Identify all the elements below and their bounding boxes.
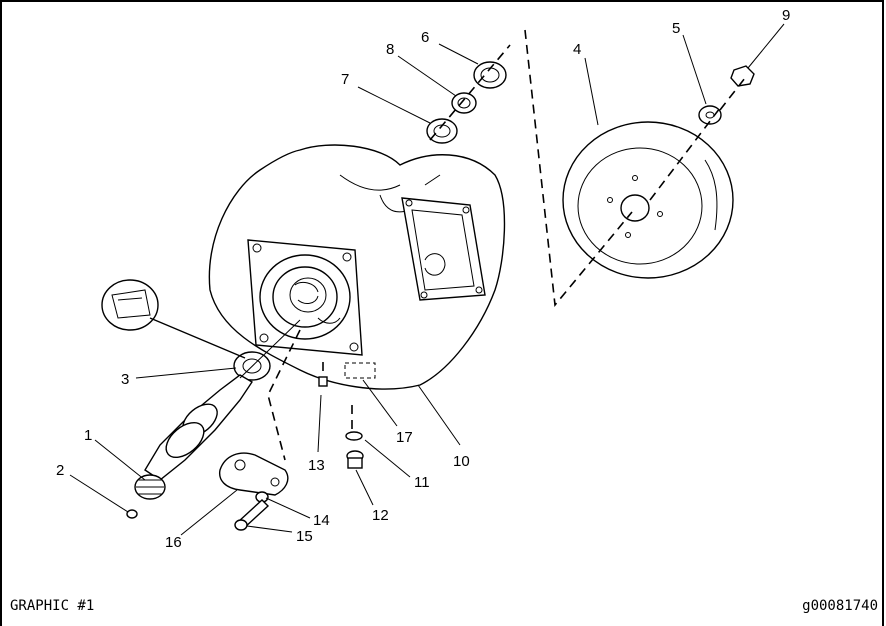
callout-4: 4 xyxy=(573,41,581,58)
callout-10: 10 xyxy=(453,453,470,470)
shaft-assembly xyxy=(126,319,301,519)
drain-plug-parts xyxy=(318,362,376,469)
leader-lines xyxy=(69,23,785,536)
housing xyxy=(208,144,506,390)
bracket-assembly xyxy=(218,452,289,531)
image-id-label: g00081740 xyxy=(802,598,878,614)
callout-3: 3 xyxy=(121,371,129,388)
graphic-caption: GRAPHIC #1 xyxy=(10,598,95,614)
callout-9: 9 xyxy=(782,7,790,24)
callout-8: 8 xyxy=(386,41,394,58)
pulley-cover xyxy=(562,65,755,279)
callout-2: 2 xyxy=(56,462,64,479)
callout-5: 5 xyxy=(672,20,680,37)
callout-14: 14 xyxy=(313,512,330,529)
callout-15: 15 xyxy=(296,528,313,545)
assembly-lines xyxy=(267,29,746,461)
callout-11: 11 xyxy=(414,474,430,491)
callout-1: 1 xyxy=(84,427,92,444)
inset-detail xyxy=(101,279,246,359)
callout-17: 17 xyxy=(396,429,413,446)
callout-7: 7 xyxy=(341,71,349,88)
callout-12: 12 xyxy=(372,507,389,524)
callout-6: 6 xyxy=(421,29,429,46)
callout-labels: 1 2 3 4 5 6 7 8 9 10 11 12 13 14 15 16 1… xyxy=(56,7,790,551)
exploded-parts-diagram: 1 2 3 4 5 6 7 8 9 10 11 12 13 14 15 16 1… xyxy=(56,7,790,551)
callout-13: 13 xyxy=(308,457,325,474)
bearing-stack xyxy=(426,61,507,144)
callout-16: 16 xyxy=(165,534,182,551)
